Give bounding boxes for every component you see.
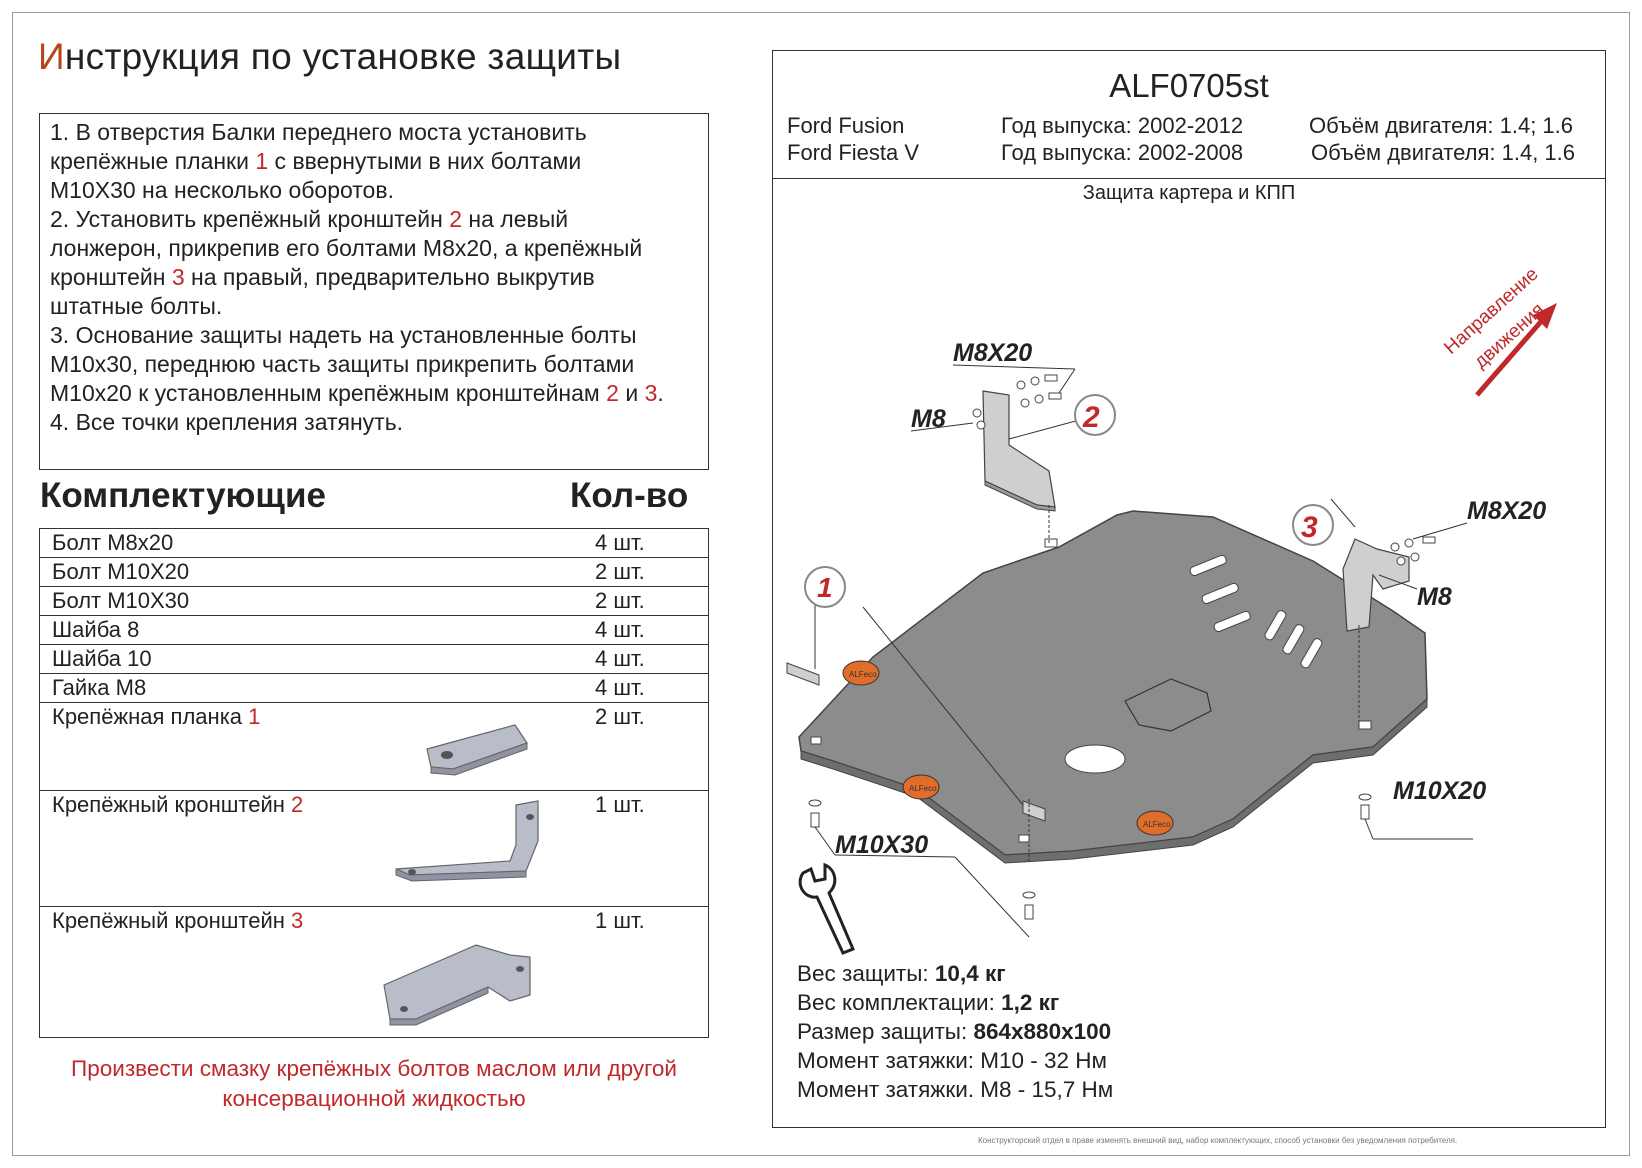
instr-line: 4. Все точки крепления затянуть. [50,409,404,435]
bracket-2-image [395,800,539,882]
instructions-box: 1. В отверстия Балки переднего моста уст… [39,113,709,470]
table-row-bracket-3: Крепёжный кронштейн 3 1 шт. [40,907,708,1037]
components-header: Комплектующие [40,476,326,515]
bracket-3: 3 M8X20 M8 [1292,497,1546,729]
installation-drawing: Направление движения [786,264,1557,955]
car-year: Год выпуска: 2002-2012 [1001,113,1244,138]
title-rest: нструкция по установке защиты [64,36,622,77]
spec-kit-weight: Вес комплектации: 1,2 кг [797,990,1060,1015]
instr-line: 2. Установить крепёжный кронштейн 2 на л… [50,206,569,232]
bracket-2: 2 M8X20 M8 [910,339,1116,543]
logo-text: ALFeco [849,670,877,679]
instr-line: 1. В отверстия Балки переднего моста уст… [50,119,587,145]
wrench-icon [798,862,855,955]
table-row-plate-1: Крепёжная планка 1 2 шт. [40,703,708,791]
logo-text: ALFeco [909,784,937,793]
mounting-plate-1-image [426,724,528,776]
instr-line: кронштейн 3 на правый, предварительно вы… [50,264,595,290]
page-frame [12,12,1630,1156]
bracket-3-image [383,944,531,1026]
car-engine: Объём двигателя: 1.4, 1.6 [1311,140,1576,165]
spec-weight: Вес защиты: 10,4 кг [797,961,1006,986]
instr-line: M10x30, переднюю часть защиты прикрепить… [50,351,635,377]
instr-line: M10x20 к установленным крепёжным кронште… [50,380,664,406]
car-name: Ford Fusion [787,113,905,138]
part-number-2: 2 [1082,401,1100,434]
page-title: Инструкция по установке защиты [38,36,621,78]
label-m10x20: M10X20 [1393,777,1486,805]
car-engine: Объём двигателя: 1.4; 1.6 [1309,113,1574,138]
label-m10x30: M10X30 [835,831,928,859]
instr-line: 3. Основание защиты надеть на установлен… [50,322,637,348]
instr-line: штатные болты. [50,293,223,319]
drawing-subtitle: Защита картера и КПП [1082,182,1296,204]
table-row-bracket-2: Крепёжный кронштейн 2 1 шт. [40,791,708,907]
divider [773,178,1605,179]
instr-line: лонжерон, прикрепив его болтами M8x20, а… [50,235,643,261]
label-m8x20-right: M8X20 [1467,497,1546,525]
part-number-1: 1 [817,572,833,603]
product-panel: ALF0705st Ford Fusion Год выпуска: 2002-… [772,50,1606,1128]
spec-torque-m8: Момент затяжки. M8 - 15,7 Нм [797,1077,1114,1102]
label-m8-right: M8 [1417,583,1452,611]
instr-line: крепёжные планки 1 с ввернутыми в них бо… [50,148,582,174]
spec-size: Размер защиты: 864x880x100 [797,1019,1112,1044]
footer-disclaimer: Конструкторский отдел в праве изменять в… [978,1136,1458,1145]
bottom-bolts [808,793,1372,920]
label-m8x20-left: M8X20 [953,339,1032,367]
title-first-letter: И [38,36,65,77]
specifications: Вес защиты: 10,4 кг Вес комплектации: 1,… [797,959,1113,1104]
part-number-3: 3 [1301,511,1318,544]
lubrication-note: Произвести смазку крепёжных болтов масло… [71,1056,677,1111]
instr-line: M10X30 на несколько оборотов. [50,177,394,203]
qty-header: Кол-во [570,476,689,515]
alf-logo-badges: ALFeco ALFeco ALFeco [842,660,1174,836]
direction-arrow: Направление движения [1440,264,1557,397]
car-year: Год выпуска: 2002-2008 [1001,140,1244,165]
protection-plate: ALFeco ALFeco ALFeco [798,510,1428,864]
car-name: Ford Fiesta V [787,140,920,165]
model-code: ALF0705st [1109,67,1269,104]
spec-torque-m10: Момент затяжки: M10 - 32 Нм [797,1048,1108,1073]
logo-text: ALFeco [1143,820,1171,829]
mounting-plate-1: 1 [786,566,1046,861]
